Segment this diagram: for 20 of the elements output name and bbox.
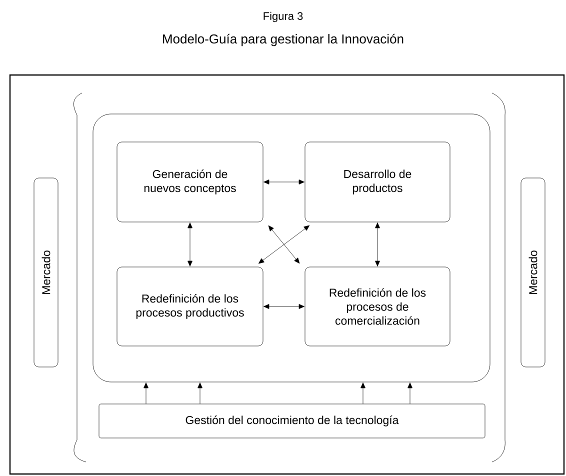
arrow — [188, 222, 192, 266]
title: Modelo-Guía para gestionar la Innovación — [163, 34, 404, 46]
side-bar: Mercado — [520, 178, 546, 368]
figure-number: Figura 3 — [264, 12, 303, 22]
arrow — [360, 382, 366, 404]
arrow — [264, 180, 304, 184]
process-box: Generación de nuevos conceptos — [116, 142, 264, 222]
arrow — [408, 382, 412, 404]
side-bar: Mercado — [34, 178, 58, 368]
arrow — [258, 225, 310, 264]
arrow — [144, 382, 148, 404]
arrow — [375, 222, 380, 266]
arrow — [198, 382, 202, 404]
process-box: Desarrollo de productos — [304, 142, 450, 222]
process-box: Redefinición de los procesos productivos — [116, 266, 264, 346]
process-box: Redefinición de los procesos de comercialización — [304, 266, 450, 346]
process-bar: Gestión del conocimiento de la tecnología — [98, 404, 486, 438]
arrow — [264, 304, 304, 309]
rounded-panel — [92, 114, 490, 382]
arrow — [268, 225, 300, 264]
